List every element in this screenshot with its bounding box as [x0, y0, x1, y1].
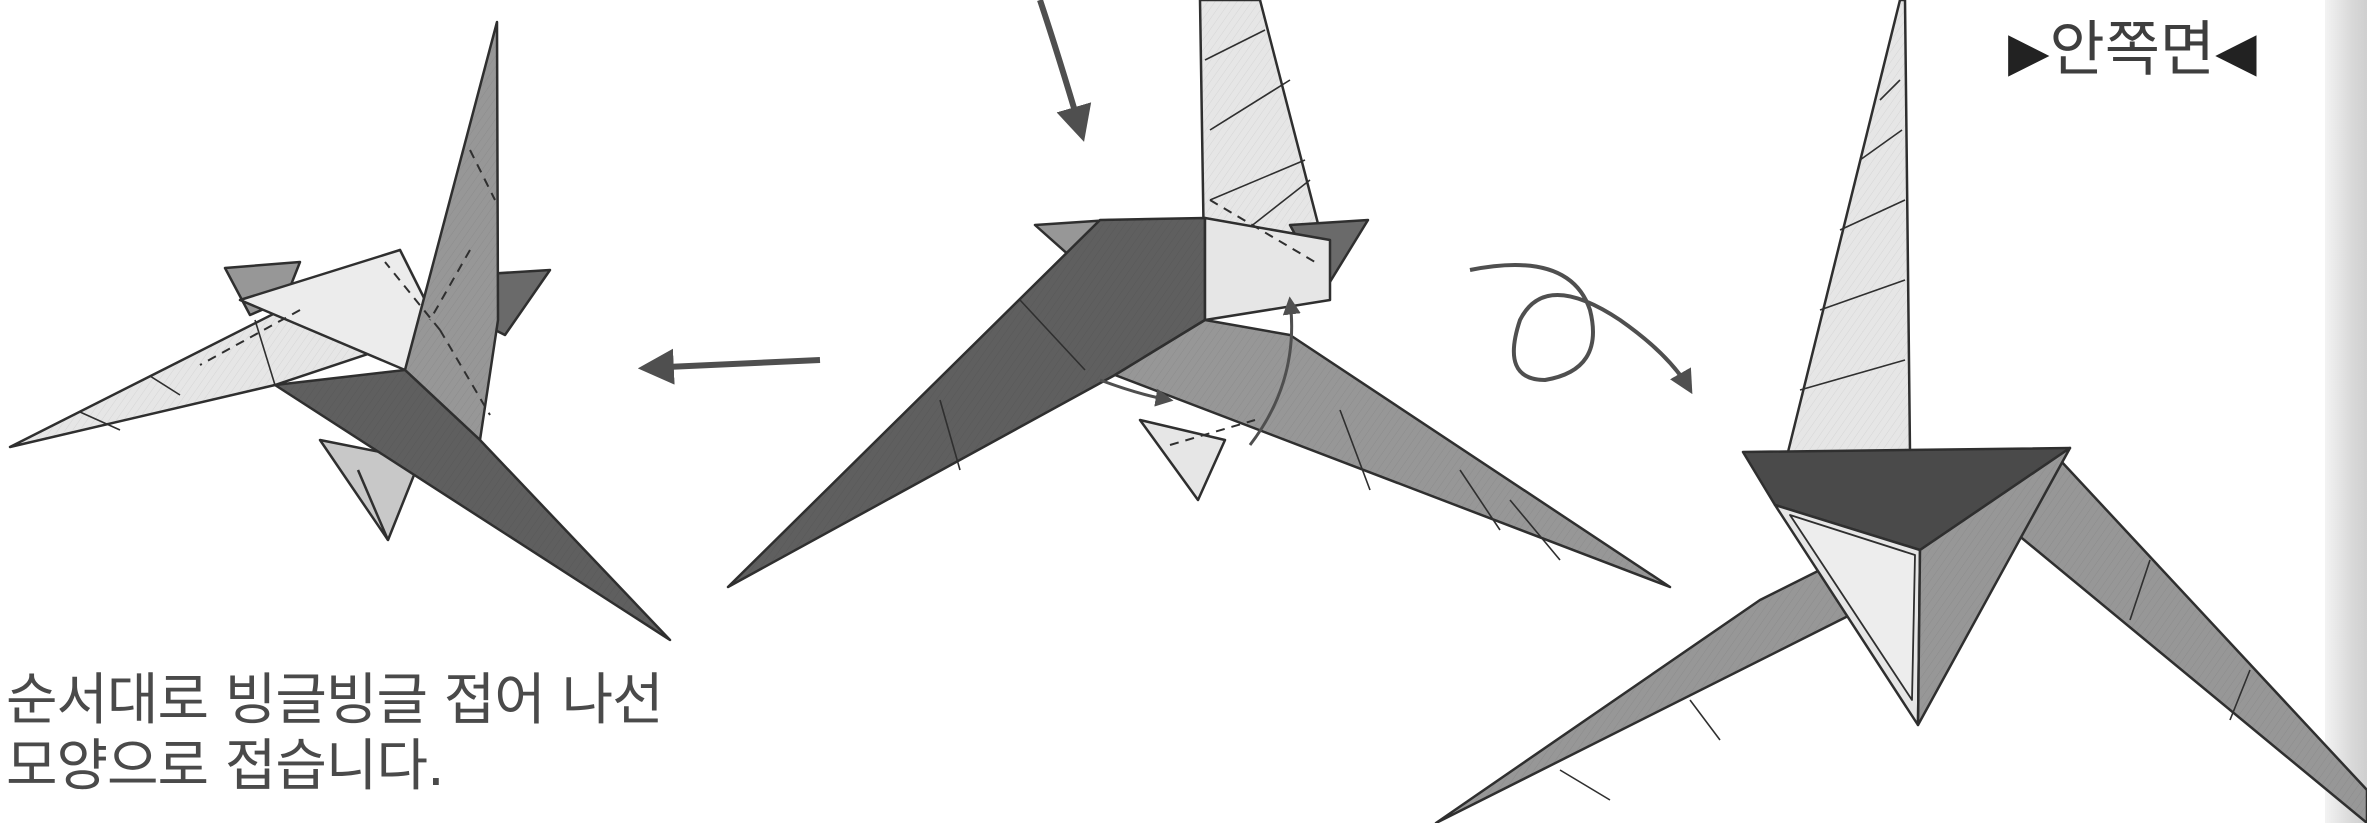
- arrow-left-icon: [645, 360, 820, 368]
- caption-line-2: 모양으로 접습니다.: [6, 734, 766, 800]
- figure-left-folded-model: [10, 22, 670, 640]
- instruction-caption: 순서대로 빙글빙글 접어 나선 모양으로 접습니다.: [6, 668, 766, 800]
- fig2-lower-point: [1140, 420, 1225, 500]
- figure-middle-folded-model: [728, 0, 1670, 587]
- figure-right-folded-model: [1436, 0, 2367, 823]
- side-label-text: 안쪽면: [2050, 15, 2216, 85]
- turn-over-arrow-icon: [1470, 265, 1690, 390]
- caption-line-1: 순서대로 빙글빙글 접어 나선: [6, 668, 766, 734]
- arrow-down-icon: [1040, 0, 1082, 135]
- triangle-left-icon: ◀: [2215, 20, 2257, 83]
- triangle-right-icon: ▶: [2008, 20, 2050, 83]
- side-label: ▶안쪽면◀: [2008, 10, 2257, 92]
